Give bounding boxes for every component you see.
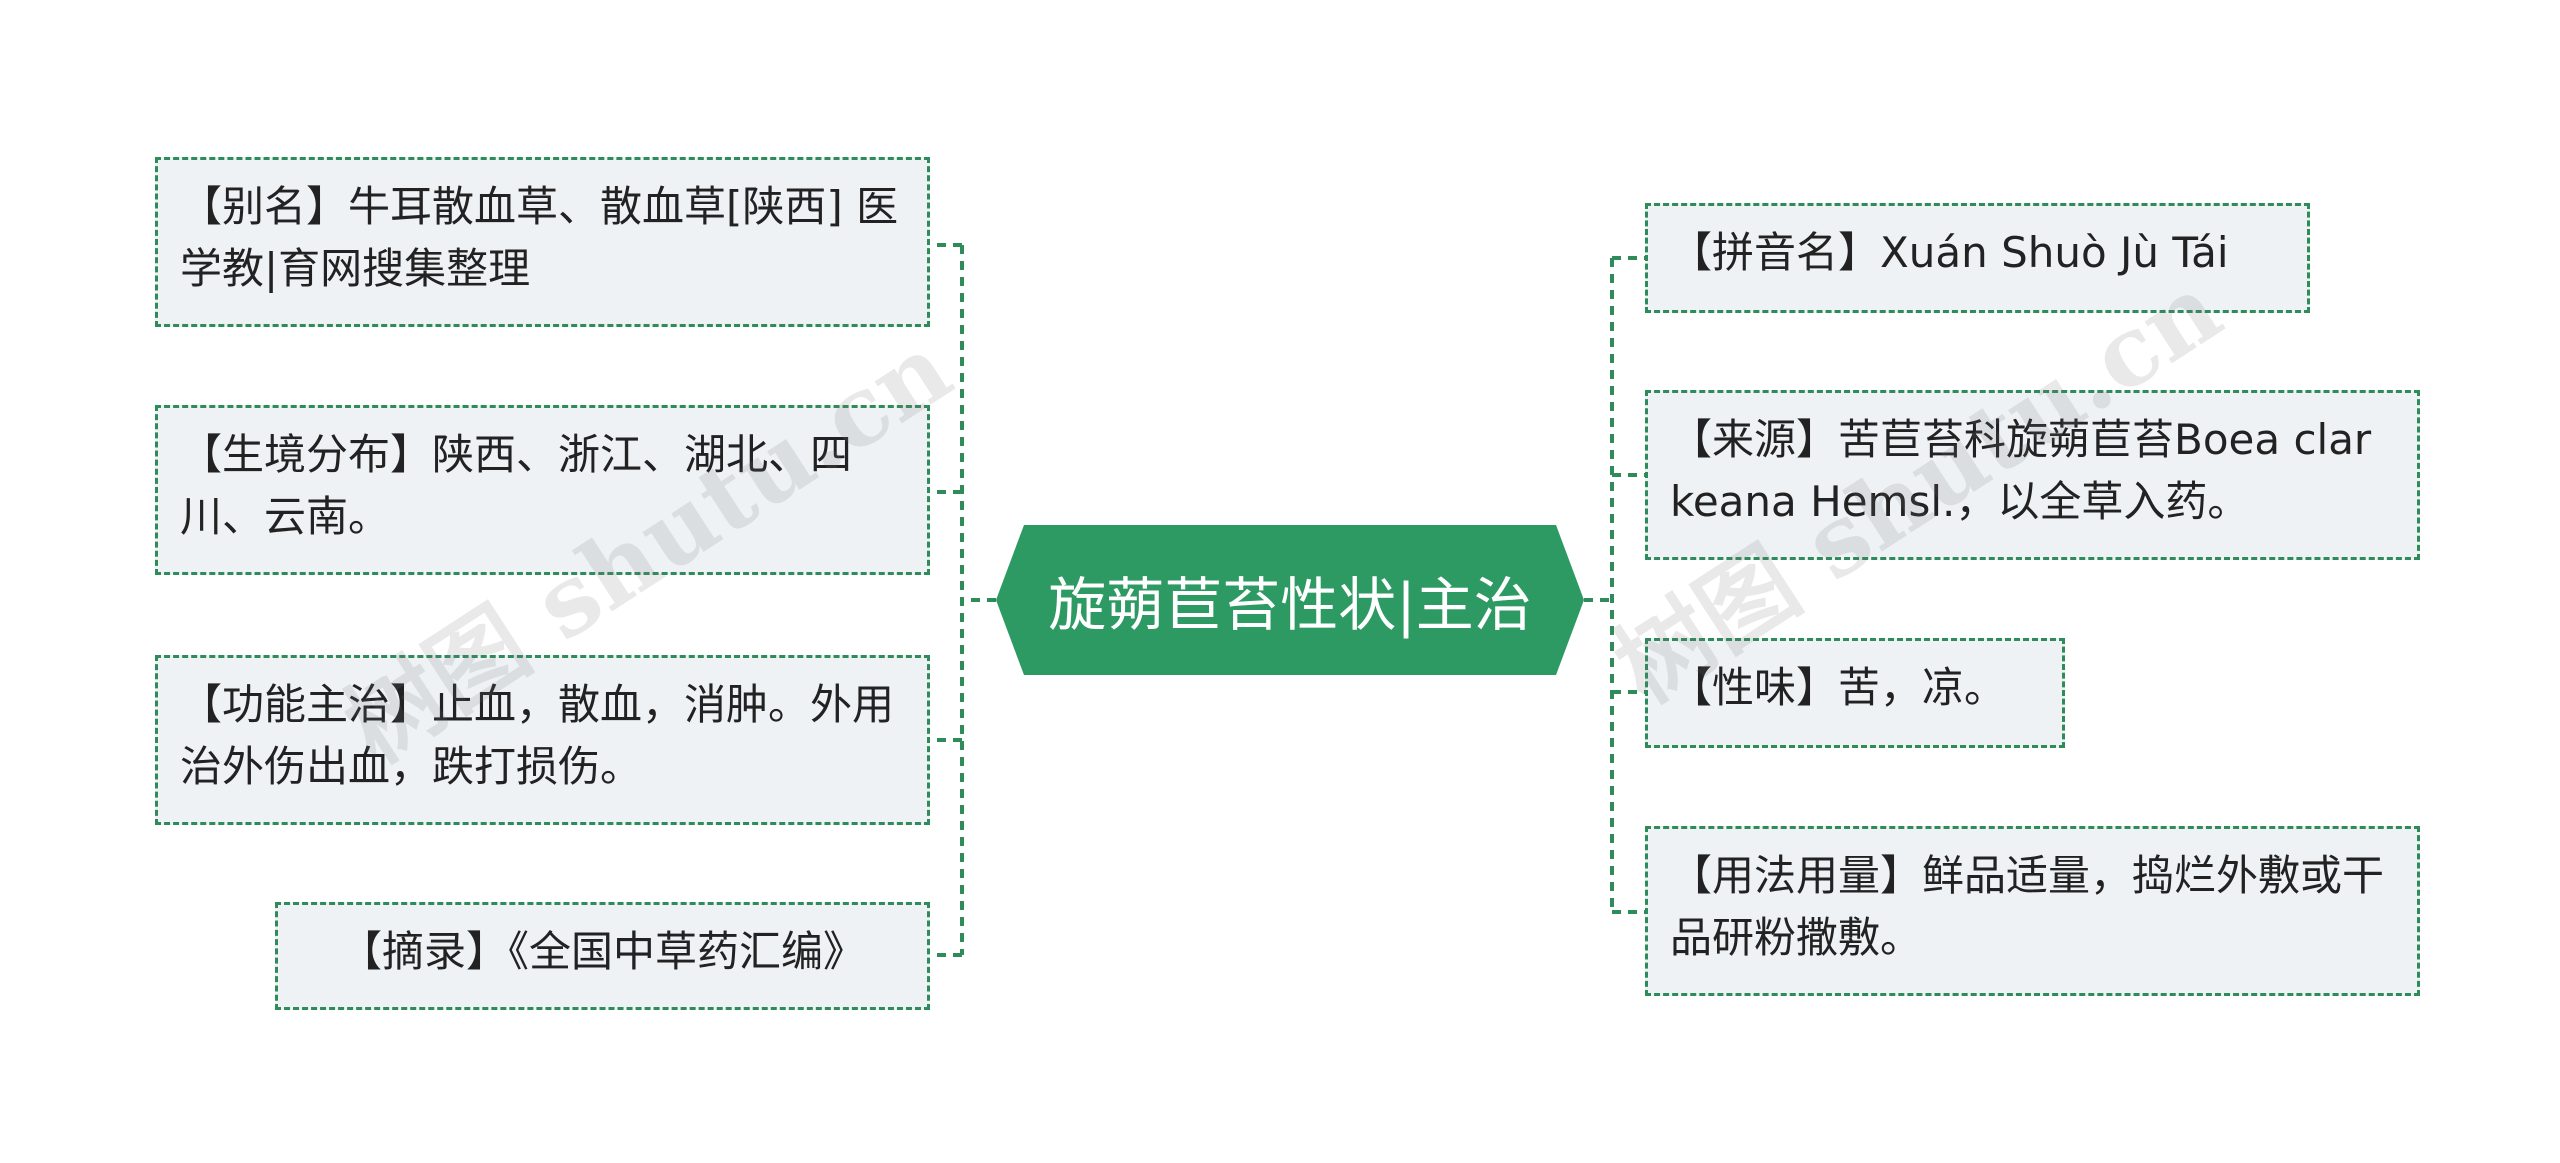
- left-node-alias[interactable]: 【别名】牛耳散血草、散血草[陕西] 医学教|育网搜集整理: [155, 157, 930, 327]
- left-node-habitat-text: 【生境分布】陕西、浙江、湖北、四川、云南。: [180, 430, 853, 541]
- left-node-function-text: 【功能主治】止血，散血，消肿。外用治外伤出血，跌打损伤。: [180, 680, 895, 791]
- right-node-pinyin[interactable]: 【拼音名】Xuán Shuò Jù Tái: [1645, 203, 2310, 313]
- right-node-source-text: 【来源】苦苣苔科旋蒴苣苔Boea clarkeana Hemsl.，以全草入药。: [1670, 415, 2372, 526]
- left-node-excerpt-text: 【摘录】《全国中草药汇编》: [339, 927, 865, 976]
- right-node-taste[interactable]: 【性味】苦，凉。: [1645, 638, 2065, 748]
- left-node-habitat[interactable]: 【生境分布】陕西、浙江、湖北、四川、云南。: [155, 405, 930, 575]
- right-node-usage[interactable]: 【用法用量】鲜品适量，捣烂外敷或干品研粉撒敷。: [1645, 826, 2420, 996]
- center-topic-title: 旋蒴苣苔性状|主治: [1048, 571, 1532, 639]
- right-node-pinyin-text: 【拼音名】Xuán Shuò Jù Tái: [1670, 228, 2229, 277]
- center-topic-node[interactable]: 旋蒴苣苔性状|主治: [996, 525, 1584, 675]
- left-node-function[interactable]: 【功能主治】止血，散血，消肿。外用治外伤出血，跌打损伤。: [155, 655, 930, 825]
- right-node-taste-text: 【性味】苦，凉。: [1670, 663, 2007, 712]
- left-node-excerpt[interactable]: 【摘录】《全国中草药汇编》: [275, 902, 930, 1010]
- right-node-source[interactable]: 【来源】苦苣苔科旋蒴苣苔Boea clarkeana Hemsl.，以全草入药。: [1645, 390, 2420, 560]
- left-node-alias-text: 【别名】牛耳散血草、散血草[陕西] 医学教|育网搜集整理: [180, 182, 899, 293]
- center-topic-hexagon: [996, 525, 1584, 675]
- right-node-usage-text: 【用法用量】鲜品适量，捣烂外敷或干品研粉撒敷。: [1670, 851, 2385, 962]
